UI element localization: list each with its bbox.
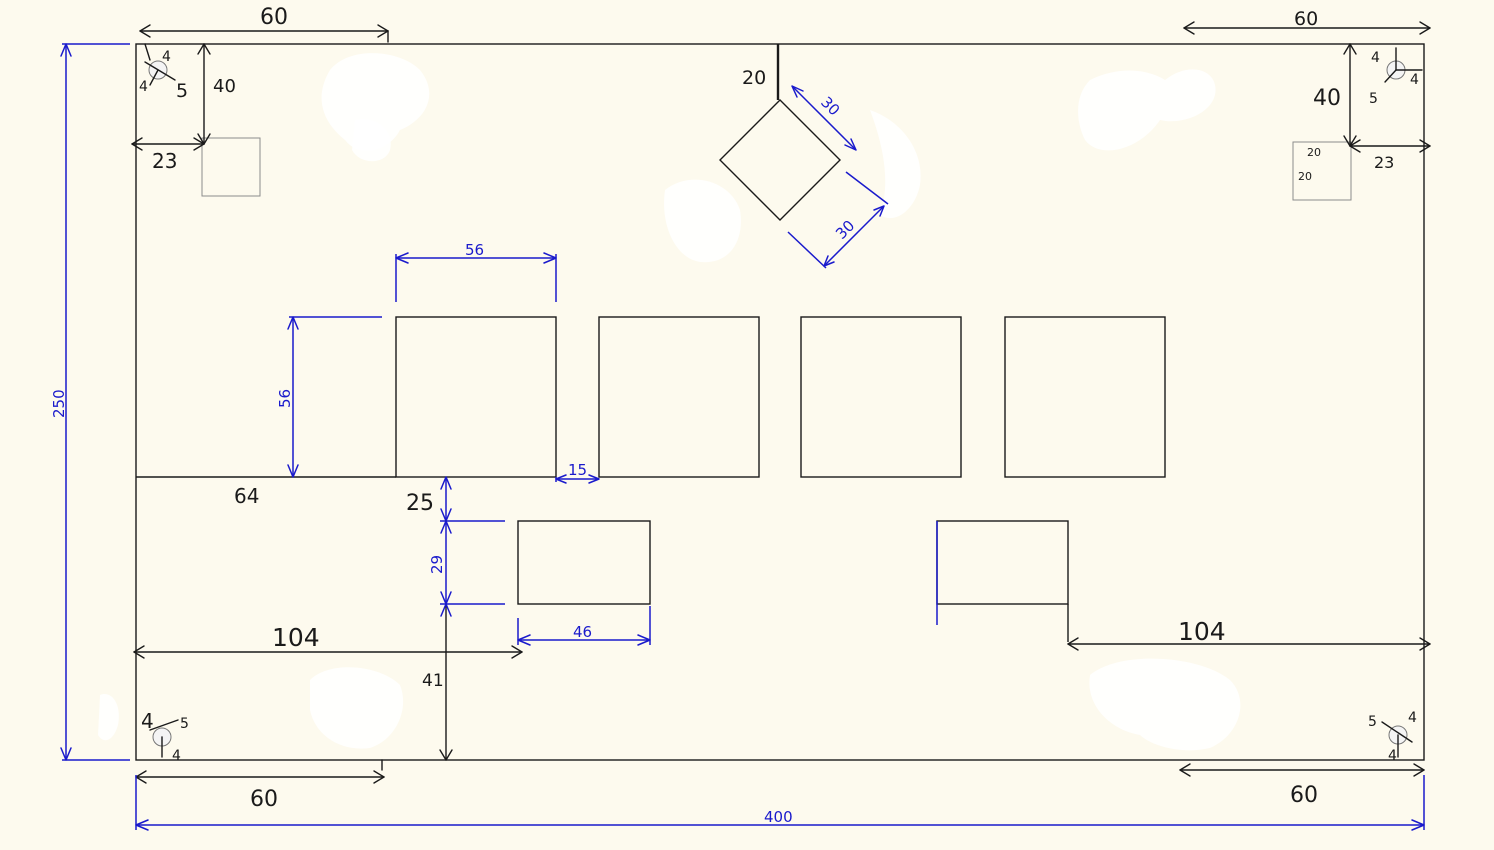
hole-bl-label-1: 4 xyxy=(141,709,154,733)
hole-bl-label-3: 4 xyxy=(172,748,181,764)
dim-label-rect-width-46: 46 xyxy=(573,623,592,641)
dim-label-bottom-right-60: 60 xyxy=(1290,783,1318,808)
hole-br-label-2: 4 xyxy=(1408,710,1417,726)
dim-label-square-height-56: 56 xyxy=(276,389,294,408)
top-notch-and-diamond xyxy=(719,44,841,221)
hole-tl-label-3: 5 xyxy=(176,80,188,102)
hole-bl-label-2: 5 xyxy=(180,716,189,732)
dim-label-bottom-left-60: 60 xyxy=(250,787,278,812)
hand-labels: 60 60 60 60 40 40 23 23 20 64 25 104 104… xyxy=(139,5,1419,812)
dim-label-diamond-30-b: 30 xyxy=(832,217,858,243)
large-squares xyxy=(395,316,1166,478)
dim-label-offset-25: 25 xyxy=(406,491,434,516)
dim-label-square-width-56: 56 xyxy=(465,241,484,259)
blue-labels: 250 400 56 56 15 29 46 30 30 xyxy=(50,93,858,826)
dim-label-right-40: 40 xyxy=(1313,86,1341,111)
hole-bottom-left xyxy=(149,719,179,758)
dim-label-right-23: 23 xyxy=(1374,153,1394,172)
dim-label-offset-64: 64 xyxy=(234,484,259,508)
small-square-right-h: 20 xyxy=(1298,170,1312,183)
dim-label-notch-20: 20 xyxy=(742,67,766,89)
dim-label-overall-250: 250 xyxy=(50,389,68,418)
hand-dimensions xyxy=(131,21,1431,784)
blue-dimensions xyxy=(60,43,1425,831)
corner-holes xyxy=(144,43,1423,758)
hole-br-label-1: 5 xyxy=(1368,714,1377,730)
dim-label-overall-400: 400 xyxy=(764,808,793,826)
hole-bottom-right xyxy=(1381,721,1413,758)
dim-label-rect-height-29: 29 xyxy=(428,555,446,574)
dim-label-left-104: 104 xyxy=(272,623,320,652)
dim-label-bottom-41: 41 xyxy=(422,671,444,691)
hole-top-left xyxy=(144,43,176,86)
hole-tl-label-1: 4 xyxy=(162,49,171,65)
small-square-right-w: 20 xyxy=(1307,146,1321,159)
dim-label-left-40: 40 xyxy=(213,76,236,97)
dim-label-right-104: 104 xyxy=(1178,617,1226,646)
small-corner-squares xyxy=(201,137,1352,201)
hole-tl-label-2: 4 xyxy=(139,79,148,95)
hole-tr-label-2: 4 xyxy=(1410,72,1419,88)
hole-br-label-3: 4 xyxy=(1388,748,1397,764)
hole-tr-label-3: 5 xyxy=(1369,91,1378,107)
dim-label-top-right-60: 60 xyxy=(1294,8,1318,30)
hole-tr-label-1: 4 xyxy=(1371,50,1380,66)
dim-label-left-23: 23 xyxy=(152,149,177,173)
plate-outline xyxy=(135,43,1425,761)
erasure-marks xyxy=(98,53,1241,751)
dim-label-top-left-60: 60 xyxy=(260,5,288,30)
lower-rectangles xyxy=(517,520,1069,642)
hole-top-right xyxy=(1384,47,1423,83)
dim-label-gap-15: 15 xyxy=(568,461,587,479)
